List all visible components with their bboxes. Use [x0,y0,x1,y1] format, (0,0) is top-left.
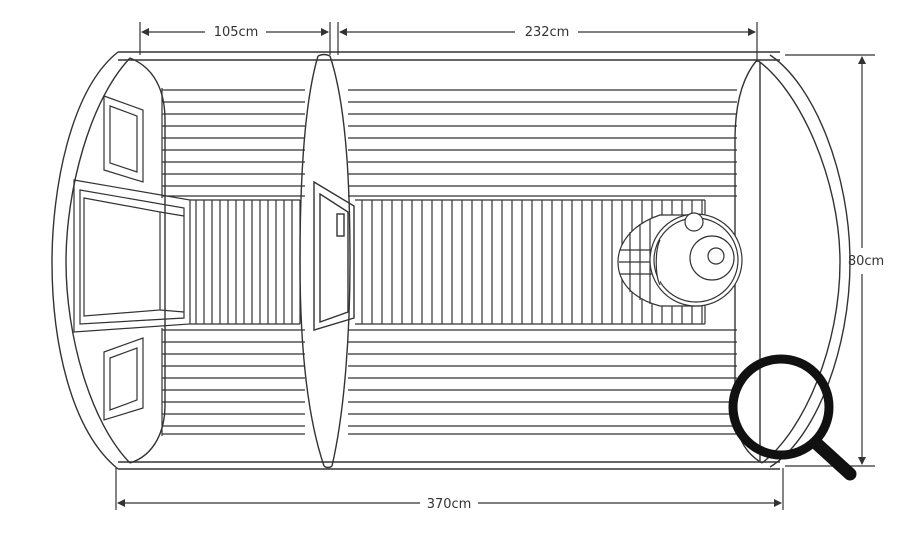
dim-label-top-right: 232cm [525,25,570,40]
upper-bench-left [161,88,305,198]
upper-bench-right [348,89,737,197]
entrance-door [73,179,191,333]
changing-room [73,88,305,436]
glass-door [313,180,355,331]
floor-left [190,199,301,325]
sauna-room [348,89,743,435]
lower-bench-left [161,328,305,436]
dimension-lines [115,22,875,510]
magnifier-icon[interactable] [728,354,857,481]
dim-label-bottom: 370cm [427,497,472,512]
sauna-heater [617,212,743,307]
dim-label-top-left: 105cm [214,25,259,40]
barrel-body [51,51,851,470]
lower-bench-right [348,329,737,435]
window-upper [103,95,144,183]
partition-wall [299,53,355,469]
window-lower [103,337,144,421]
dim-label-right: 80cm [848,254,884,269]
